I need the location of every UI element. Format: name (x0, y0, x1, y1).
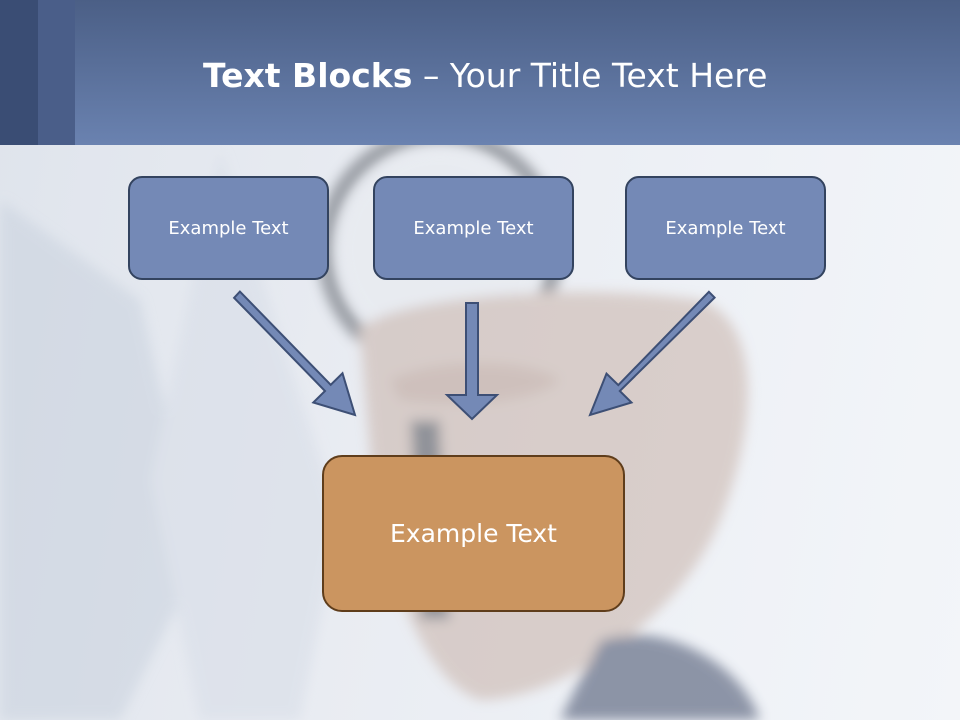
text-block-3-label: Example Text (665, 217, 786, 239)
slide-title-bold: Text Blocks (203, 56, 413, 95)
text-block-1[interactable]: Example Text (128, 176, 329, 280)
arrow-right-icon (588, 290, 717, 417)
title-header-bar: Text Blocks – Your Title Text Here (0, 0, 960, 145)
text-block-3[interactable]: Example Text (625, 176, 826, 280)
text-block-2-label: Example Text (413, 217, 534, 239)
result-text-block[interactable]: Example Text (322, 455, 625, 612)
slide-title-rest: Your Title Text Here (449, 56, 768, 95)
header-stripe-dark (0, 0, 38, 145)
slide-title: Text Blocks – Your Title Text Here (203, 52, 767, 100)
slide-title-dash: – (412, 56, 450, 95)
arrow-center-icon (444, 302, 500, 421)
header-stripe-medium (38, 0, 75, 145)
text-block-2[interactable]: Example Text (373, 176, 574, 280)
result-text-block-label: Example Text (390, 519, 557, 548)
arrow-left-icon (232, 290, 357, 417)
text-block-1-label: Example Text (168, 217, 289, 239)
